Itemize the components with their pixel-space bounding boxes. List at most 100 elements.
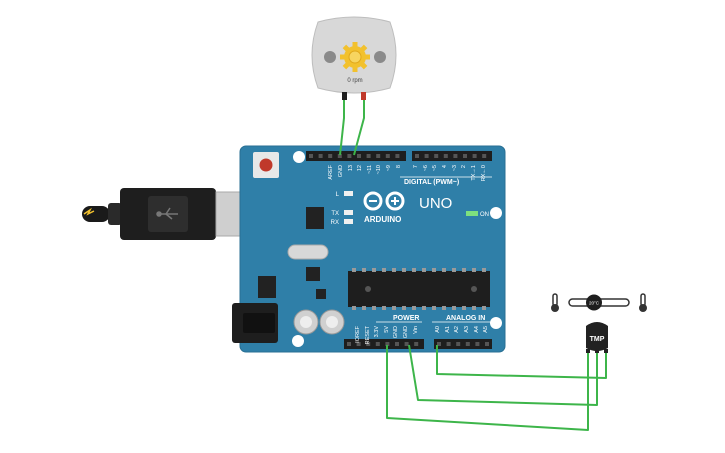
header-pin-hole[interactable] [434, 154, 439, 158]
motor-speed: 0 rpm [347, 78, 362, 84]
analog-header-label: ANALOG IN [446, 315, 485, 322]
header-pin-hole[interactable] [424, 154, 429, 158]
header-pin-hole[interactable] [465, 342, 470, 346]
pin-label: 7 [413, 165, 419, 168]
header-pin-hole[interactable] [446, 342, 451, 346]
tmp36-sensor[interactable]: TMP [586, 322, 608, 353]
pin-label: 3.3V [374, 326, 380, 338]
usb-icon [156, 207, 178, 220]
header-pin-hole[interactable] [328, 154, 333, 158]
pin-label: 12 [357, 165, 363, 171]
pin-label: A0 [435, 326, 441, 333]
small-chip [316, 289, 326, 299]
pin-label: ~5 [432, 165, 438, 171]
pin-label: A2 [454, 326, 460, 333]
digital-header[interactable] [306, 151, 492, 161]
power-header[interactable] [344, 339, 424, 349]
header-pin-hole[interactable] [356, 342, 361, 346]
mount-hole [490, 207, 502, 219]
pin-label: A3 [464, 326, 470, 333]
header-pin-hole[interactable] [347, 154, 352, 158]
wire-5v-sensor[interactable] [386, 345, 589, 431]
header-pin-hole[interactable] [453, 154, 458, 158]
header-pin-hole[interactable] [485, 342, 489, 346]
mount-hole [490, 317, 502, 329]
header-pin-hole[interactable] [385, 154, 390, 158]
mount-hole [293, 151, 305, 163]
header-pin-hole[interactable] [463, 154, 467, 158]
header-pin-hole[interactable] [376, 154, 381, 158]
arduino-brand: ARDUINO [364, 215, 401, 224]
capacitor [319, 309, 345, 335]
wire-gnd-sensor[interactable] [408, 344, 598, 406]
pin-label: ~9 [386, 165, 392, 171]
pin-label: GND [403, 326, 409, 338]
power-led: ON [466, 211, 489, 218]
svg-text:20°C: 20°C [589, 301, 600, 306]
slider-knob[interactable] [586, 294, 602, 311]
atmega-chip [348, 268, 490, 310]
usb-chip [306, 207, 324, 229]
header-pin-hole[interactable] [443, 154, 448, 158]
pin-label: GND [393, 326, 399, 338]
lightning-icon [83, 207, 95, 216]
header-pin-hole[interactable] [414, 342, 419, 346]
dc-motor[interactable]: 0 rpm [311, 16, 397, 100]
pin-label: 4 [442, 165, 448, 168]
pin-label: 2 [461, 165, 467, 168]
led-l: L [336, 191, 353, 198]
pin-label: ~11 [367, 165, 373, 174]
header-pin-hole[interactable] [375, 342, 380, 346]
mount-hole [292, 335, 304, 347]
wire-motor-gnd[interactable] [339, 100, 345, 156]
pin-label: ~10 [376, 165, 382, 174]
digital-header-label: DIGITAL (PWM~) [404, 179, 459, 186]
header-pin-hole[interactable] [482, 154, 487, 158]
pin-label: A5 [483, 326, 489, 333]
header-pin-hole[interactable] [337, 154, 342, 158]
pin-label: RESET [365, 325, 371, 344]
header-pin-hole[interactable] [415, 154, 419, 158]
header-pin-hole[interactable] [404, 342, 409, 346]
header-pin-hole[interactable] [395, 342, 399, 346]
motor-terminal [342, 92, 347, 100]
wire-motor-pin13[interactable] [353, 100, 365, 156]
header-pin-hole[interactable] [347, 342, 351, 346]
header-pin-hole[interactable] [437, 342, 441, 346]
arduino-uno-board[interactable]: L TX RX ARDUINO UNO ON [232, 145, 506, 353]
svg-text:ON: ON [480, 212, 489, 218]
usb-cable[interactable] [82, 188, 247, 240]
led-tx: TX [331, 210, 353, 217]
arduino-logo-icon [363, 191, 405, 211]
header-pin-hole[interactable] [385, 342, 390, 346]
pin-label: ~6 [423, 165, 429, 171]
small-chip [306, 267, 320, 281]
wire-a0-sensor[interactable] [436, 345, 607, 379]
header-pin-hole[interactable] [366, 342, 371, 346]
header-pin-hole[interactable] [309, 154, 313, 158]
temperature-slider[interactable]: 20°C [551, 293, 647, 312]
header-pin-hole[interactable] [357, 154, 361, 158]
header-pin-hole[interactable] [366, 154, 371, 158]
power-header-label: POWER [393, 315, 419, 322]
pin-label: A4 [474, 326, 480, 333]
sensor-chip-label: TMP [590, 336, 605, 343]
header-pin-hole[interactable] [472, 154, 477, 158]
header-pin-hole[interactable] [395, 154, 400, 158]
svg-text:L: L [336, 192, 340, 198]
header-pin-hole[interactable] [456, 342, 461, 346]
thermometer-low-icon [551, 293, 559, 312]
capacitor [293, 309, 319, 335]
pin-label: GND [338, 165, 344, 177]
thermometer-high-icon [639, 293, 647, 312]
gear-icon [340, 42, 370, 72]
wires[interactable] [339, 100, 607, 431]
header-pin-hole[interactable] [475, 342, 480, 346]
pin-label: 5V [384, 326, 390, 333]
analog-header[interactable] [434, 339, 492, 349]
header-pin-hole[interactable] [318, 154, 323, 158]
motor-terminal [361, 92, 366, 100]
